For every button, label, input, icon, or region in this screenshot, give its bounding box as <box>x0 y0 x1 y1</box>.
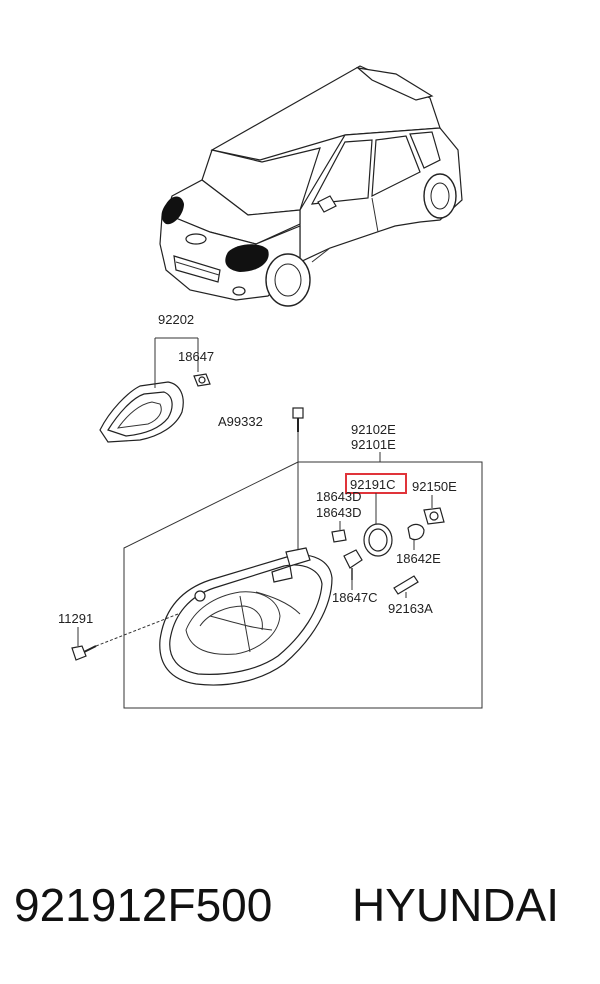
bulb-18642e <box>407 523 425 541</box>
label-92191c: 92191C <box>350 477 396 492</box>
exploded-view-frame <box>123 461 483 709</box>
headlamp-assembly-small <box>99 373 211 443</box>
label-92101e: 92101E <box>351 437 396 452</box>
headlamp-housing <box>159 547 333 686</box>
label-18642e: 18642E <box>396 551 441 566</box>
socket-92150e <box>423 507 445 525</box>
retaining-ring <box>363 523 393 557</box>
label-18647: 18647 <box>178 349 214 364</box>
label-92102e: 92102E <box>351 422 396 437</box>
label-11291: 11291 <box>58 611 93 626</box>
part-number: 921912F500 <box>14 879 273 931</box>
label-92202: 92202 <box>158 312 194 327</box>
car-illustration <box>159 65 463 307</box>
bulb-92163a <box>393 575 419 595</box>
bolt-11291 <box>71 645 97 661</box>
bulb-18647c <box>343 549 363 580</box>
bulb-18643d <box>331 529 347 543</box>
label-92150e: 92150E <box>412 479 457 494</box>
label-18643d-1: 18643D <box>316 489 362 504</box>
label-92163a: 92163A <box>388 601 433 616</box>
label-18643d-2: 18643D <box>316 505 362 520</box>
label-a99332: A99332 <box>218 414 263 429</box>
caption: 921912F500 HYUNDAI <box>0 878 600 948</box>
label-18647c: 18647C <box>332 590 378 605</box>
brand-name: HYUNDAI <box>352 879 560 931</box>
screw-a99332 <box>292 407 304 432</box>
